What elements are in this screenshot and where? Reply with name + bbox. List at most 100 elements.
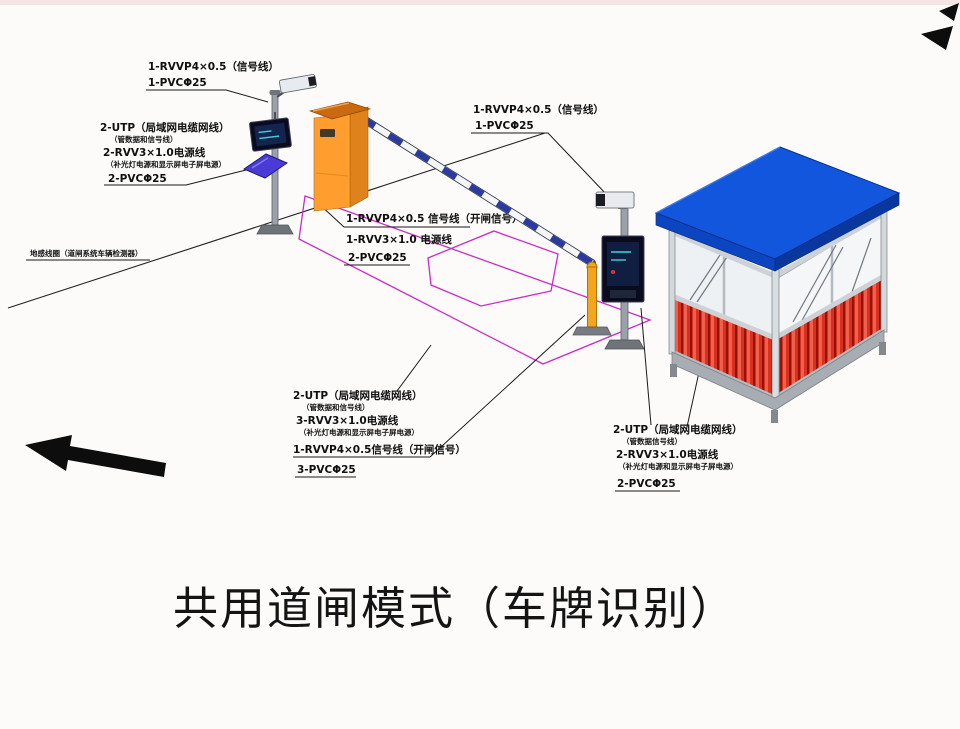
machine-side (349, 106, 369, 208)
leader-cam1 (146, 89, 269, 103)
floodlight1-body (242, 153, 289, 179)
leader-cam2 (471, 132, 608, 196)
reflection-3 (792, 244, 837, 323)
led-display-2 (601, 235, 645, 303)
machine-cap (308, 101, 372, 120)
booth-post-front (771, 265, 780, 401)
barrier-machine (308, 101, 372, 212)
leader-lane-1 (396, 344, 432, 392)
pole1-base (256, 224, 294, 235)
cable-labels: 1-RVVP4×0.5（信号线） 1-PVCΦ25 2-UTP（局域网电缆网线）… (30, 60, 743, 490)
camera2-lens (596, 194, 605, 206)
machine-cap-highlight (312, 102, 350, 112)
north-arrow-icon (25, 435, 166, 477)
label-loop-line1: 地感线圈（道闸系统车辆检测器） (30, 248, 143, 258)
booth-leg-front (771, 410, 778, 423)
label-pole1-line5: 2-PVCΦ25 (108, 173, 167, 185)
lpr-camera-1 (278, 74, 317, 94)
machine-front (313, 113, 351, 212)
booth-leg-right (879, 342, 886, 355)
pole1-cap (269, 90, 281, 95)
lpr-camera-2 (595, 191, 635, 209)
camera-pole-1 (242, 74, 317, 235)
booth-roof-edge-highlight (655, 146, 781, 214)
reflection-4 (799, 246, 844, 325)
display1-text-glow (258, 130, 272, 134)
floodlight1-glass (251, 157, 269, 169)
label-booth-line3: 2-RVV3×1.0电源线 (616, 448, 719, 461)
cursor-arrow-icon-2 (939, 3, 959, 21)
label-lane-line5: 1-RVVP4×0.5信号线（开闸信号） (293, 443, 466, 456)
rail-top-right (773, 211, 886, 279)
machine-panel (320, 129, 335, 137)
leader-barrier (317, 202, 470, 228)
label-cam2-line2: 1-PVCΦ25 (475, 120, 534, 132)
flood-light-1 (242, 153, 289, 179)
support-pole-shaft (587, 266, 597, 328)
label-barrier-line3: 2-PVCΦ25 (348, 252, 407, 264)
support-pole-base (572, 326, 612, 336)
label-cam1-line2: 1-PVCΦ25 (148, 77, 207, 89)
label-booth-line5: 2-PVCΦ25 (617, 478, 676, 490)
label-pole1-line1: 2-UTP（局域网电缆网线） (100, 121, 230, 134)
barrier-gate (308, 101, 612, 336)
rail-mid-left (671, 293, 776, 341)
label-ground-loop: 地感线圈（道闸系统车辆检测器） (30, 248, 143, 258)
label-cam2-line1: 1-RVVP4×0.5（信号线） (473, 103, 604, 116)
leader-lane-2 (293, 314, 586, 458)
label-cam1-line1: 1-RVVP4×0.5（信号线） (148, 60, 279, 73)
rail-top-left (671, 229, 776, 279)
label-pole1-line3: 2-RVV3×1.0电源线 (103, 146, 206, 159)
diagram-title: 共用道闸模式（车牌识别） (173, 582, 737, 635)
ground-loop-outline (427, 230, 559, 307)
rail-mid-right (773, 273, 886, 341)
leader-pole1 (104, 169, 247, 186)
photo-edge-tint (0, 0, 960, 5)
reflection-5 (851, 237, 872, 293)
reflection-1 (689, 251, 723, 301)
arm-stripes (360, 115, 594, 266)
label-booth-line2: （管数据信号线） (622, 436, 682, 446)
label-barrier-line2: 1-RVV3×1.0 电源线 (346, 233, 452, 246)
label-camera2-cable: 1-RVVP4×0.5（信号线） 1-PVCΦ25 (473, 103, 604, 132)
label-pole1-line2: （管数据和信号线） (110, 134, 178, 144)
reflection-2 (696, 253, 730, 303)
label-booth-cable: 2-UTP（局域网电缆网线） （管数据信号线） 2-RVV3×1.0电源线 （补… (613, 423, 743, 490)
detection-zone-outline (298, 195, 652, 365)
barrier-arm (358, 114, 596, 267)
label-pole1-line4: （补光灯电源和显示屏电子屏电源） (106, 159, 226, 169)
booth-post-right (880, 203, 888, 333)
display2-screen (607, 242, 639, 286)
display1-text-glow2 (259, 135, 280, 140)
camera-pole-2 (595, 191, 645, 350)
display1-screen (254, 122, 287, 147)
arm-support-pole (572, 261, 612, 336)
cursor-arrow-icon (921, 26, 953, 50)
booth-leg-left (670, 364, 677, 377)
booth-post-left (668, 221, 676, 355)
leader-lines (26, 89, 702, 492)
label-lane-line2: （管数据和信号线） (302, 402, 370, 412)
label-lane-line1: 2-UTP（局域网电缆网线） (293, 389, 423, 402)
led-display-1 (249, 117, 292, 152)
label-booth-line1: 2-UTP（局域网电缆网线） (613, 423, 743, 436)
label-lane-line6: 3-PVCΦ25 (297, 464, 356, 476)
glass-reflections (689, 237, 872, 325)
booth-roof-fascia-right (774, 192, 900, 272)
label-pole1-cable: 2-UTP（局域网电缆网线） （管数据和信号线） 2-RVV3×1.0电源线 （… (100, 121, 230, 185)
label-barrier-line1: 1-RVVP4×0.5 信号线（开闸信号） (346, 212, 523, 225)
label-camera1-cable: 1-RVVP4×0.5（信号线） 1-PVCΦ25 (148, 60, 279, 89)
guard-booth (654, 146, 901, 423)
display2-indicator (611, 270, 615, 274)
detection-zone (298, 195, 652, 365)
leader-booth-1 (640, 307, 652, 426)
booth-rails (671, 211, 886, 341)
machine-seam (315, 172, 349, 177)
label-lane-line4: （补光灯电源和显示屏电子屏电源） (299, 427, 419, 437)
label-booth-line4: （补光灯电源和显示屏电子屏电源） (618, 461, 738, 471)
label-barrier-cable: 1-RVVP4×0.5 信号线（开闸信号） 1-RVV3×1.0 电源线 2-P… (346, 212, 523, 264)
label-lane-line3: 3-RVV3×1.0电源线 (296, 414, 399, 427)
camera1-lens (307, 76, 317, 87)
